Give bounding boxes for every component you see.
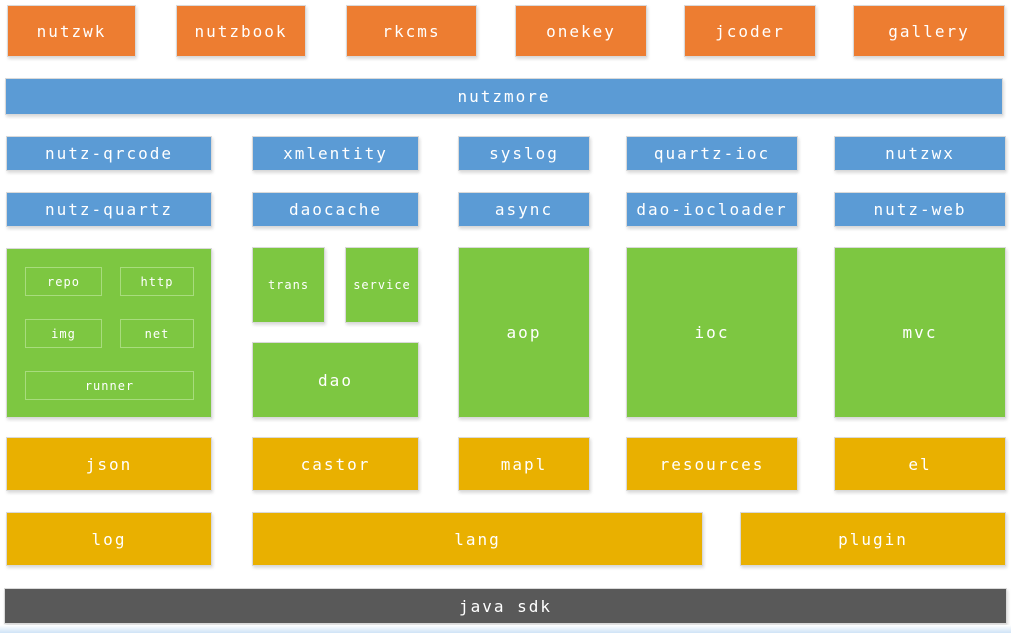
base-bar-java-sdk: java sdk (4, 588, 1007, 624)
core-sub-box-repo: repo (25, 267, 102, 296)
core-box-service: service (345, 247, 419, 323)
core-box-mvc: mvc (834, 247, 1006, 418)
addon-box-xmlentity: xmlentity (252, 136, 419, 171)
addon-box-quartz-ioc: quartz-ioc (626, 136, 798, 171)
core-box-trans: trans (252, 247, 325, 323)
app-box-gallery: gallery (853, 5, 1005, 57)
addon-box-nutz-quartz: nutz-quartz (6, 192, 212, 227)
util-box-castor: castor (252, 437, 419, 491)
util-box-resources: resources (626, 437, 798, 491)
core-sub-box-net: net (120, 319, 194, 348)
app-box-nutzbook: nutzbook (176, 5, 306, 57)
util-box-plugin: plugin (740, 512, 1006, 566)
util-box-json: json (6, 437, 212, 491)
app-box-jcoder: jcoder (684, 5, 816, 57)
core-sub-box-img: img (25, 319, 102, 348)
core-sub-box-runner: runner (25, 371, 194, 400)
bottom-edge-glow (0, 625, 1011, 633)
addon-box-nutzwx: nutzwx (834, 136, 1006, 171)
app-box-rkcms: rkcms (346, 5, 477, 57)
core-box-ioc: ioc (626, 247, 798, 418)
core-box-aop: aop (458, 247, 590, 418)
core-sub-box-http: http (120, 267, 194, 296)
app-box-nutzwk: nutzwk (7, 5, 136, 57)
addon-box-dao-iocloader: dao-iocloader (626, 192, 798, 227)
app-box-onekey: onekey (515, 5, 647, 57)
addon-box-nutz-web: nutz-web (834, 192, 1006, 227)
core-box-lang-container: repo http img net runner (6, 248, 212, 418)
addon-box-daocache: daocache (252, 192, 419, 227)
util-box-mapl: mapl (458, 437, 590, 491)
core-box-dao: dao (252, 342, 419, 418)
util-box-lang: lang (252, 512, 703, 566)
util-box-log: log (6, 512, 212, 566)
addon-box-syslog: syslog (458, 136, 590, 171)
addon-box-nutz-qrcode: nutz-qrcode (6, 136, 212, 171)
addon-box-async: async (458, 192, 590, 227)
util-box-el: el (834, 437, 1006, 491)
nutzmore-bar: nutzmore (5, 78, 1003, 115)
